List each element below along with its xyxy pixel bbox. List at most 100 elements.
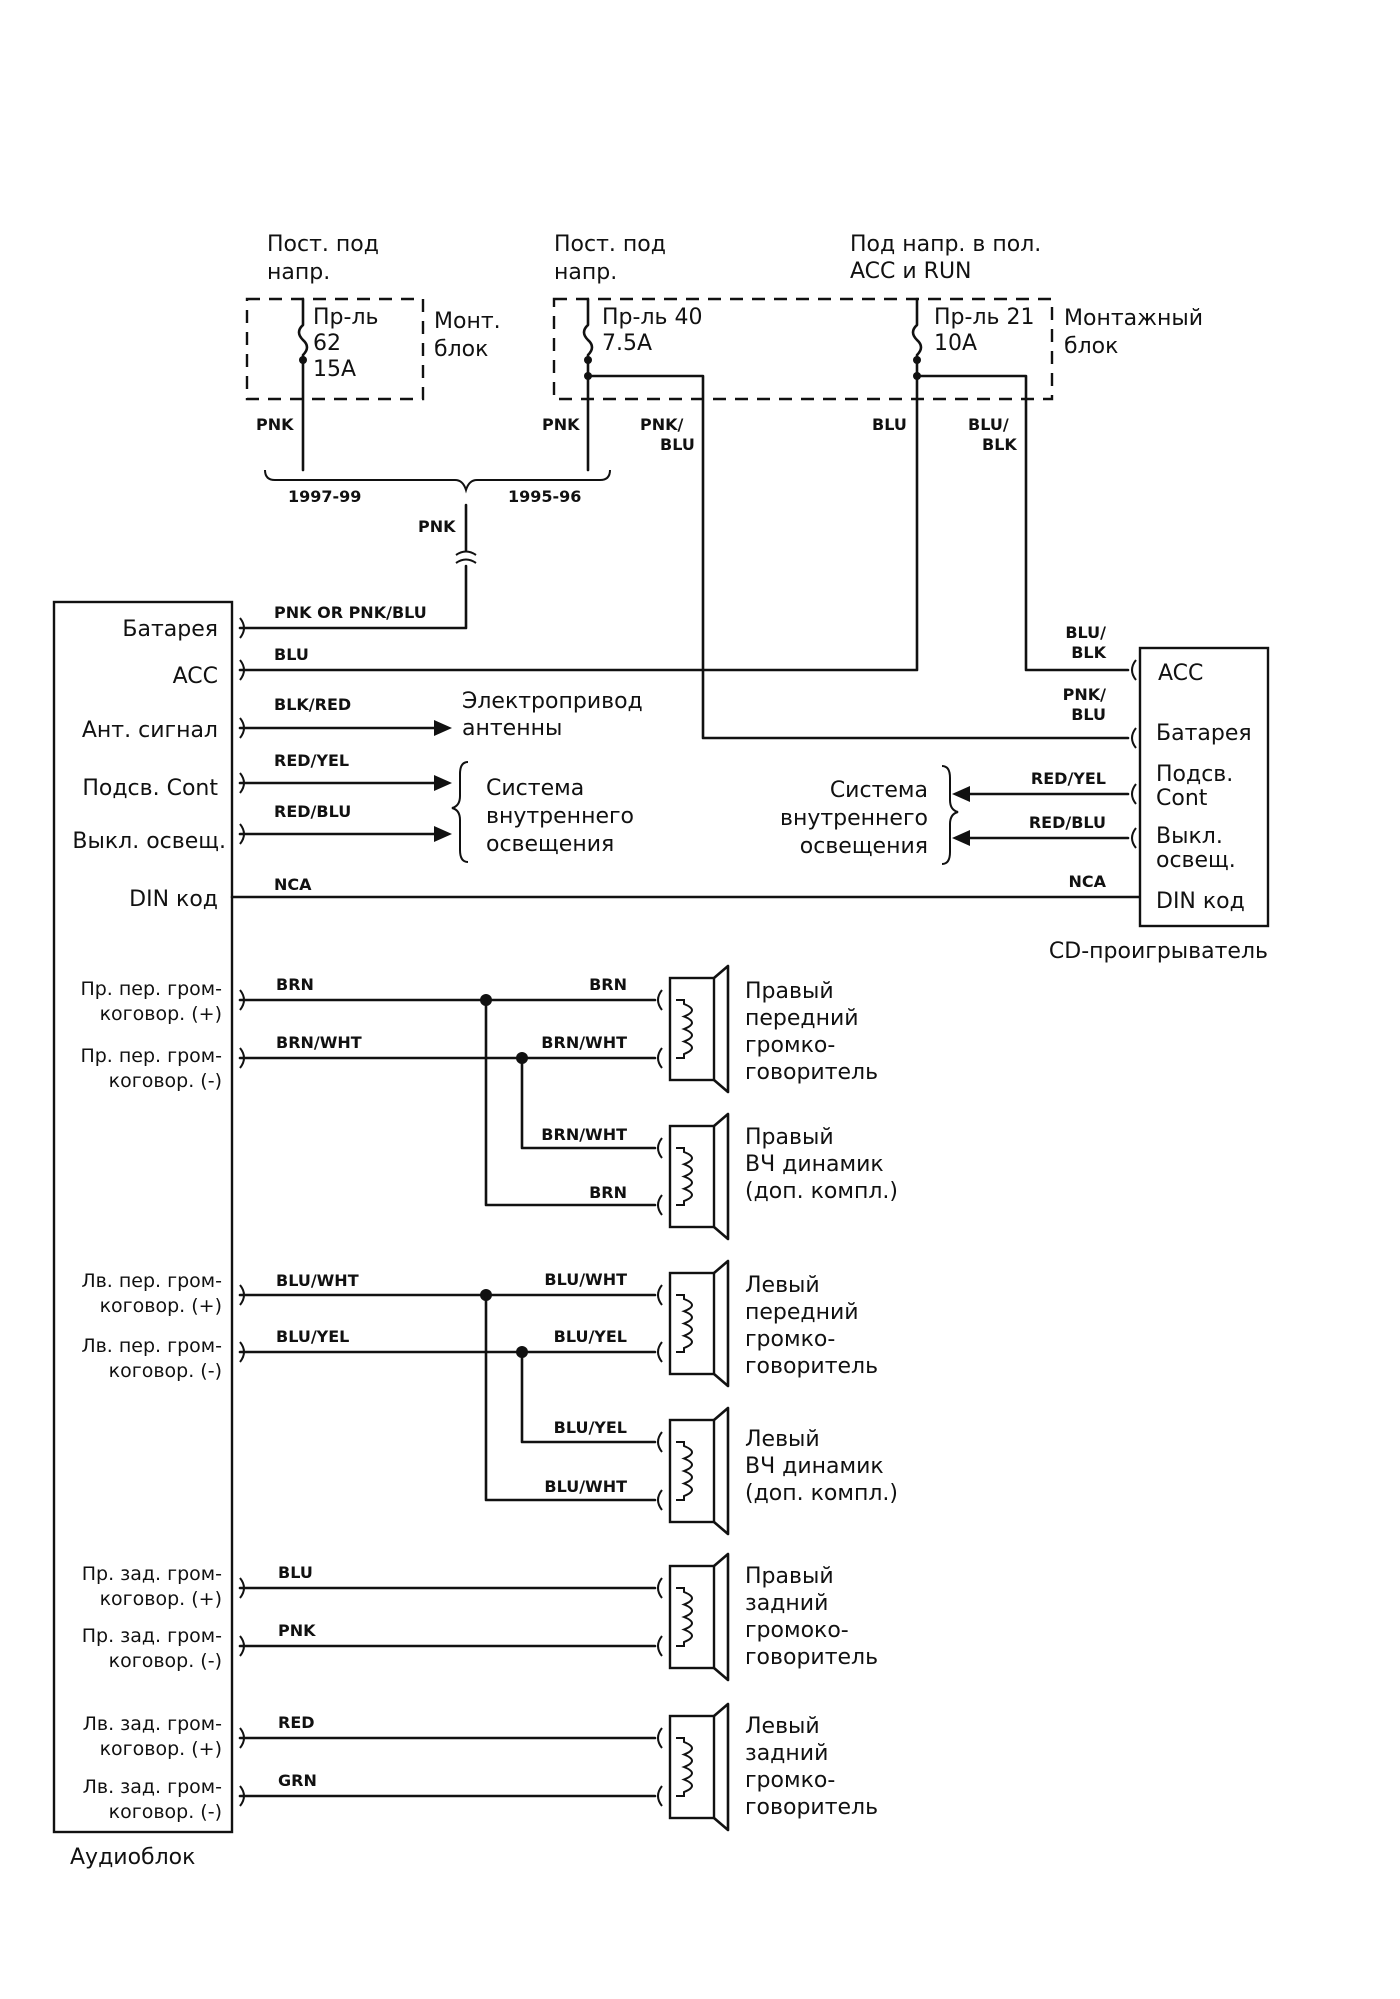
supply-label-left-1: Пост. под: [267, 232, 379, 257]
wire-pnk-blu-to-cd: [586, 374, 1130, 740]
rt-label-2: ВЧ динамик: [745, 1152, 884, 1177]
wire-pnk-right: PNK: [542, 415, 580, 434]
lr-label-2: задний: [745, 1741, 828, 1766]
lr-wire-minus: GRN: [278, 1771, 317, 1790]
rt-label-3: (доп. компл.): [745, 1179, 898, 1204]
lighting-right-3: освещения: [800, 834, 928, 859]
pin-lf-plus-2: коговор. (+): [100, 1295, 222, 1317]
rr-label-4: говоритель: [745, 1645, 878, 1670]
pin-rf-minus-1: Пр. пер. гром-: [80, 1045, 222, 1067]
lt-wire-top: BLU/YEL: [554, 1418, 627, 1437]
audio-unit-wires: PNK OR PNK/BLU BLU BLK/RED Электропривод…: [230, 603, 1142, 899]
lighting-left-1: Система: [486, 776, 584, 801]
speaker-wiring-rear: BLU PNK RED GRN: [238, 1563, 657, 1798]
main-mount-block-label-1: Монтажный: [1064, 306, 1203, 331]
fuse-40-label-2: 7.5A: [602, 331, 652, 356]
speaker-wiring-front-right: BRN BRN/WHT BRN BRN/WHT BRN/WHT BRN: [238, 975, 657, 1207]
pin-lights-off: Выкл. освещ.: [72, 829, 226, 854]
speaker-symbols: [657, 964, 730, 1832]
pin-rr-minus-1: Пр. зад. гром-: [82, 1625, 222, 1647]
rt-wire-bottom: BRN: [589, 1183, 627, 1202]
wire-battery: [238, 564, 468, 630]
lf-label-4: говоритель: [745, 1354, 878, 1379]
arrow-dim: [434, 775, 452, 791]
supply-label-right-2: напр.: [554, 260, 617, 285]
cd-wire-dim-label: RED/YEL: [1031, 769, 1106, 788]
audio-unit-name: Аудиоблок: [70, 1845, 195, 1870]
pin-rf-plus-1: Пр. пер. гром-: [80, 978, 222, 1000]
speaker-labels: Правый передний громко- говоритель Правы…: [745, 979, 898, 1820]
wire-blu-acc: [238, 297, 923, 672]
fuse-62-label-3: 15A: [313, 357, 356, 382]
lt-label-1: Левый: [745, 1427, 820, 1452]
wire-pnk-blu-2: BLU: [660, 435, 695, 454]
lr-label-1: Левый: [745, 1714, 820, 1739]
rr-label-2: задний: [745, 1591, 828, 1616]
wire-pnk-blu-1: PNK/: [640, 415, 684, 434]
lr-wire-plus: RED: [278, 1713, 315, 1732]
lr-label-3: громко-: [745, 1768, 835, 1793]
wire-lights-off-label: RED/BLU: [274, 802, 351, 821]
pin-rr-plus-1: Пр. зад. гром-: [82, 1563, 222, 1585]
rf-label-3: громко-: [745, 1033, 835, 1058]
rf-wire-minus: BRN/WHT: [541, 1033, 627, 1052]
wire-blu-blk-1: BLU/: [968, 415, 1009, 434]
mount-block-label-1: Монт.: [434, 309, 501, 334]
cd-wire-batt-2: BLU: [1071, 705, 1106, 724]
pin-antenna: Ант. сигнал: [82, 718, 218, 743]
pin-acc: ACC: [173, 664, 218, 689]
brace: [264, 469, 611, 494]
cd-pin-acc: ACC: [1158, 661, 1203, 686]
cd-pin-dim-2: Cont: [1156, 786, 1208, 811]
fuse-62-label-2: 62: [313, 331, 341, 356]
speaker-rt-icon: [657, 1112, 730, 1241]
fuse-62-label-1: Пр-ль: [313, 305, 378, 330]
fuse-40-label-1: Пр-ль 40: [602, 305, 702, 330]
lf-label-1: Левый: [745, 1273, 820, 1298]
audio-unit: Аудиоблок Батарея ACC Ант. сигнал Подсв.…: [52, 600, 234, 1870]
wire-antenna-label: BLK/RED: [274, 695, 351, 714]
rr-wire-minus: PNK: [278, 1621, 316, 1640]
pin-lf-minus-1: Лв. пер. гром-: [81, 1335, 222, 1357]
lighting-right-1: Система: [830, 778, 928, 803]
audio-unit-box: [52, 600, 234, 1834]
mount-block-label-2: блок: [434, 337, 488, 362]
cd-wire-din-label: NCA: [1068, 872, 1106, 891]
wire-pnk-left: PNK: [256, 415, 294, 434]
rf-wire-plus: BRN: [589, 975, 627, 994]
lighting-brace-left: [451, 761, 469, 863]
fuse-block-right: Пост. под напр. Под напр. в пол. ACC и R…: [238, 232, 1203, 740]
pin-lr-minus-1: Лв. зад. гром-: [83, 1776, 222, 1798]
rf-label-2: передний: [745, 1006, 859, 1031]
cd-wire-lights-off-label: RED/BLU: [1029, 813, 1106, 832]
lighting-left-3: освещения: [486, 832, 614, 857]
fuse-box-left: [245, 297, 425, 401]
fuse-21-label-1: Пр-ль 21: [934, 305, 1034, 330]
cd-arrow-lights-off: [952, 830, 970, 846]
pin-rr-plus-2: коговор. (+): [100, 1588, 222, 1610]
cd-wire-acc-2: BLK: [1071, 643, 1106, 662]
lighting-brace-right: [941, 765, 959, 865]
src-lf-plus: BLU/WHT: [276, 1271, 359, 1290]
fuse-62-terminal: [299, 356, 307, 364]
pin-dim: Подсв. Cont: [82, 776, 218, 801]
lf-wire-minus: BLU/YEL: [554, 1327, 627, 1346]
lf-wire-plus: BLU/WHT: [544, 1270, 627, 1289]
wire-dim-label: RED/YEL: [274, 751, 349, 770]
src-rf-plus: BRN: [276, 975, 314, 994]
arrow-antenna: [434, 720, 452, 736]
supply-acc-label-2: ACC и RUN: [850, 259, 972, 284]
wire-pnk-mid: PNK: [418, 517, 456, 536]
pin-rf-minus-2: коговор. (-): [109, 1070, 222, 1092]
speaker-lt-icon: [657, 1406, 730, 1536]
cd-pin-din: DIN код: [1156, 889, 1245, 914]
cd-arrow-dim: [952, 786, 970, 802]
lf-label-3: громко-: [745, 1327, 835, 1352]
supply-label-right-1: Пост. под: [554, 232, 666, 257]
cd-player: CD-проигрыватель ACC Батарея Подсв. Cont…: [780, 623, 1270, 964]
cd-pin-lights-off-1: Выкл.: [1156, 824, 1223, 849]
wire-blu-fuse21: BLU: [872, 415, 907, 434]
lr-label-4: говоритель: [745, 1795, 878, 1820]
audio-unit-connectors: [239, 617, 245, 1807]
